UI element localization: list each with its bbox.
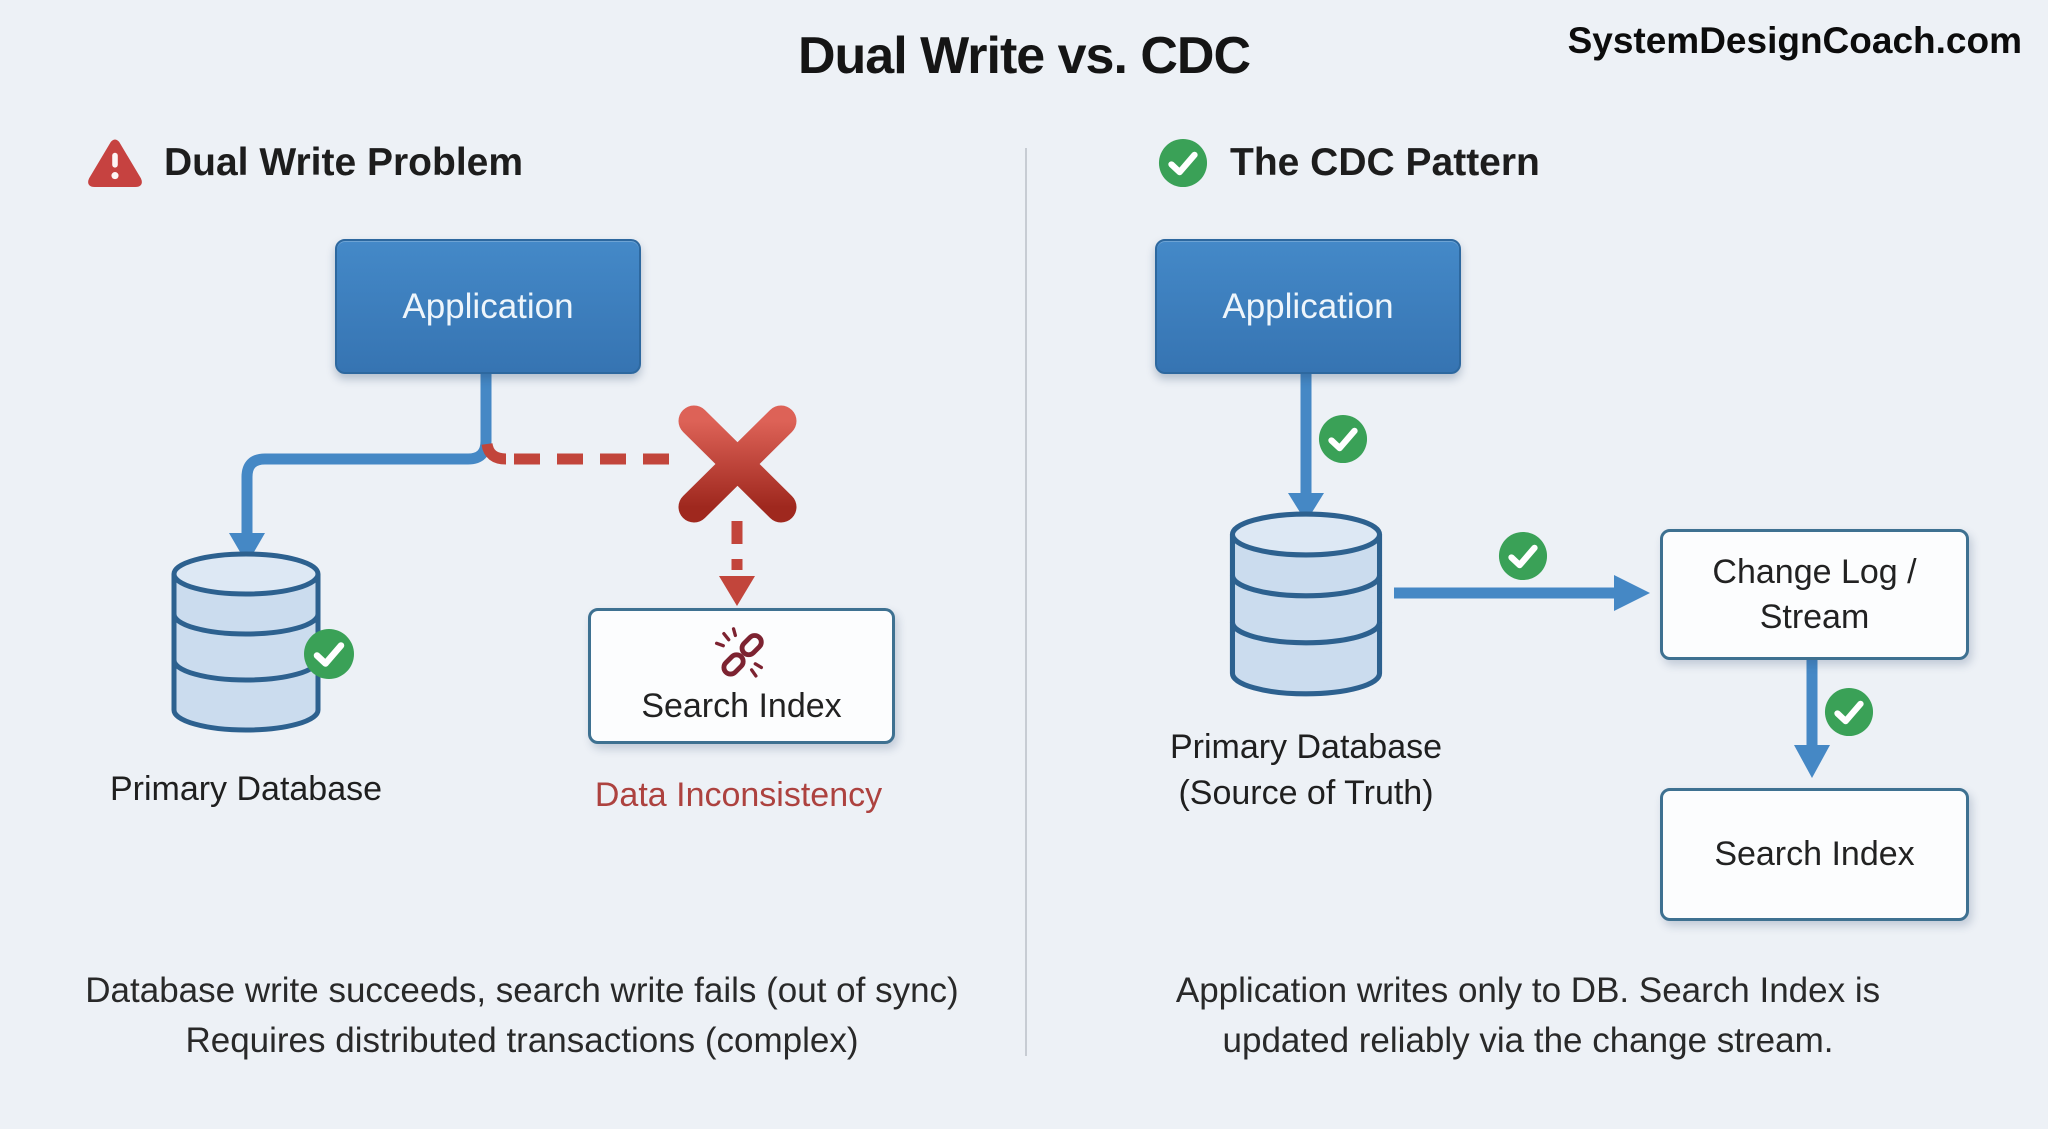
data-inconsistency-label: Data Inconsistency [594,776,883,814]
right-panel-heading: The CDC Pattern [1158,138,1540,188]
arrow-check-badge-changelog-search [1824,687,1874,737]
right-caption-line-2: updated reliably via the change stream. [1222,1021,1834,1060]
left-caption-line-2: Requires distributed transactions (compl… [185,1021,859,1060]
change-log-stream-line-1: Change Log / [1712,552,1917,591]
check-circle-icon [1158,138,1208,188]
panel-divider [1025,148,1027,1056]
right-heading-label: The CDC Pattern [1230,141,1540,184]
primary-database-label-right-line-1: Primary Database [1169,728,1443,766]
primary-database-label-right-line-2: (Source of Truth) [1178,774,1434,812]
application-box-left-label: Application [402,286,574,326]
x-mark-icon [678,405,797,523]
left-caption-line-1: Database write succeeds, search write fa… [85,971,959,1010]
application-box-right-label: Application [1222,286,1394,326]
blue-elbow-arrow [229,373,492,564]
change-log-stream-line-2: Stream [1759,597,1870,636]
change-log-stream-box: Change Log / Stream [1660,529,1969,660]
arrow-check-badge-db-changelog [1498,531,1548,581]
search-index-box-left: Search Index [588,608,895,744]
arrow-check-badge-app-db [1318,414,1368,464]
right-caption-line-1: Application writes only to DB. Search In… [1175,971,1881,1010]
left-caption: Database write succeeds, search write fa… [22,966,1022,1066]
warning-triangle-icon [88,138,142,187]
right-caption: Application writes only to DB. Search In… [1128,966,1928,1066]
red-dashed-arrow [481,442,755,606]
primary-database-label-left: Primary Database [109,770,383,808]
primary-database-cylinder-left [166,550,326,738]
search-index-label-left: Search Index [641,686,842,725]
left-heading-label: Dual Write Problem [164,140,524,184]
application-box-right: Application [1155,239,1461,374]
search-index-box-right: Search Index [1660,788,1969,921]
watermark-brand: SystemDesignCoach.com [1567,20,2022,61]
left-panel-heading: Dual Write Problem [88,138,523,187]
page-title: Dual Write vs. CDC [797,27,1251,85]
db-check-badge [303,628,355,680]
search-index-label-right: Search Index [1714,835,1915,873]
application-box-left: Application [335,239,641,374]
primary-database-cylinder-right [1224,510,1388,702]
primary-database-label-right: Primary Database (Source of Truth) [1106,724,1506,816]
broken-chain-icon [713,626,771,685]
